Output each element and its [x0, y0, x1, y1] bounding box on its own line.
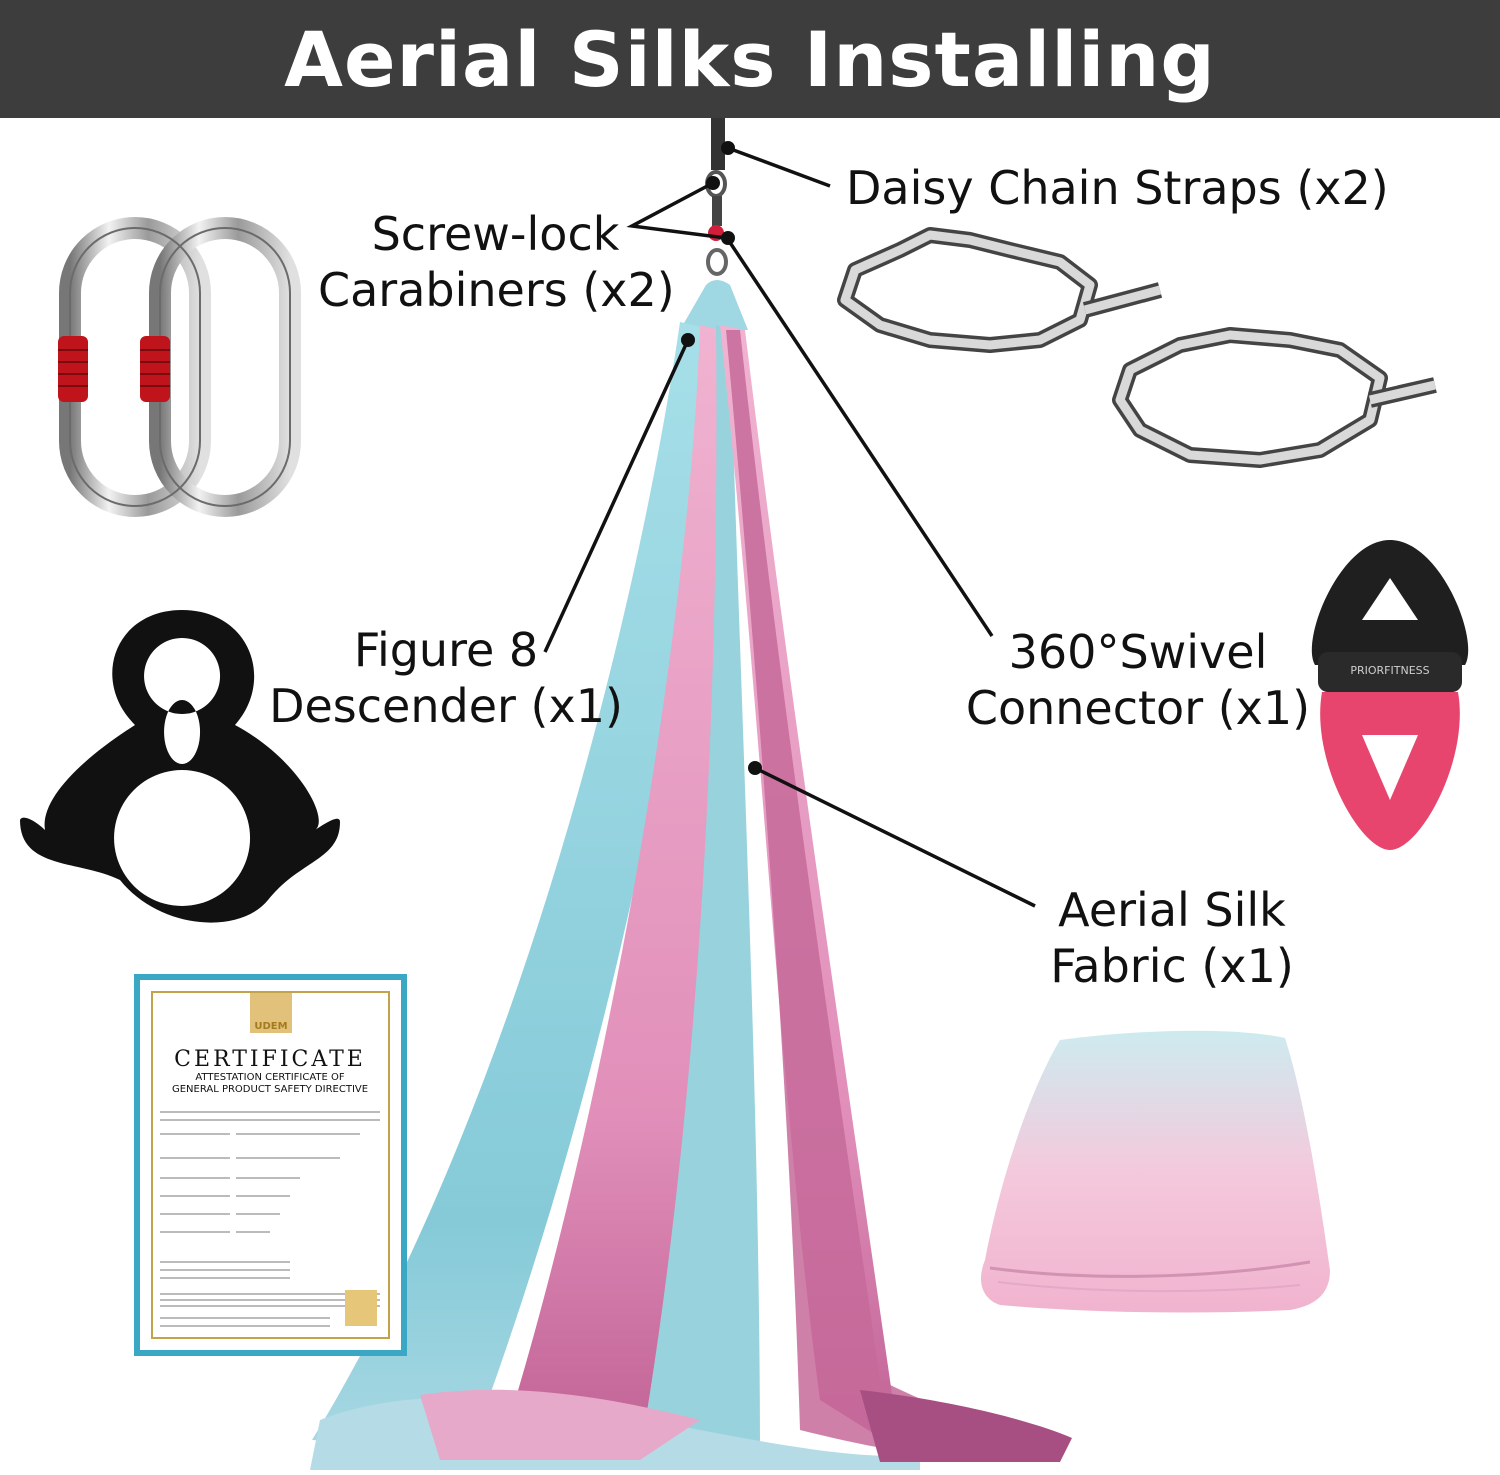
swivel-brand-text: PRIORFITNESS	[1350, 664, 1429, 677]
title-banner: Aerial Silks Installing	[0, 0, 1500, 118]
certificate-logo-text: UDEM	[254, 1021, 287, 1032]
certificate-subtitle-2: GENERAL PRODUCT SAFETY DIRECTIVE	[172, 1084, 368, 1095]
rigging-hardware	[705, 118, 728, 276]
label-daisy-chain-straps: Daisy Chain Straps (x2)	[846, 161, 1389, 215]
label-swivel-connector: 360°Swivel Connector (x1)	[965, 625, 1311, 735]
swivel-connector: PRIORFITNESS	[1311, 540, 1469, 850]
page-title: Aerial Silks Installing	[284, 14, 1216, 104]
figure-8-descender	[20, 610, 340, 923]
screw-lock-sleeve	[58, 336, 88, 402]
certificate-subtitle-1: ATTESTATION CERTIFICATE OF	[195, 1072, 345, 1083]
label-aerial-silk-fabric: Aerial Silk Fabric (x1)	[1050, 883, 1294, 993]
label-figure-8-descender: Figure 8 Descender (x1)	[269, 623, 623, 733]
folded-silk-fabric	[980, 1030, 1330, 1313]
daisy-chain-straps	[837, 227, 1437, 468]
udem-logo	[250, 993, 292, 1033]
udem-seal	[345, 1290, 377, 1326]
certificate: UDEM CERTIFICATE ATTESTATION CERTIFICATE…	[134, 974, 407, 1356]
label-screw-lock-carabiners: Screw-lock Carabiners (x2)	[318, 207, 675, 317]
leader-lines	[543, 146, 1036, 908]
carabiner-pair	[58, 217, 301, 517]
certificate-title: CERTIFICATE	[174, 1047, 366, 1072]
aerial-silk-hanging	[310, 280, 1072, 1470]
screw-lock-sleeve	[140, 336, 170, 402]
leader-dots	[681, 141, 762, 775]
